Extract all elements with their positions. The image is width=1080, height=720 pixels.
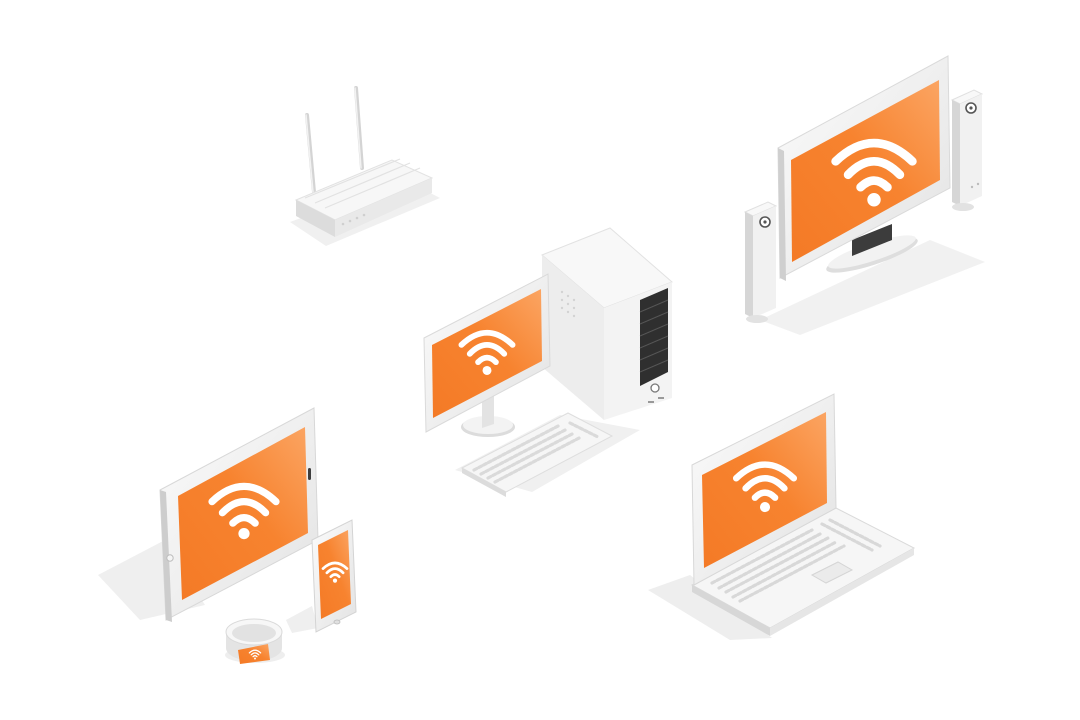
desktop-keyboard [460,412,614,497]
tablet [98,407,319,622]
pc-tower [541,227,673,420]
antenna-left [305,113,316,194]
desktop-computer [423,227,673,497]
tablet-home-button [166,554,174,562]
band-screen [238,644,270,664]
tablet-screen [178,427,308,600]
tv-stand [826,224,918,273]
phone-shadow [286,606,318,633]
laptop-shadow [648,575,772,640]
laptop-keyboard [710,518,882,603]
antenna-right [354,86,364,170]
speaker-right [950,89,984,211]
tv-screen [791,80,940,262]
wifi-router [290,86,440,246]
speaker-left [743,201,778,323]
smartphone [286,519,357,633]
laptop [648,393,916,640]
tv-home-theater [743,55,985,335]
monitor-stand [461,372,515,437]
monitor-screen [432,289,542,418]
laptop-touchpad [810,561,854,584]
smart-band [225,618,285,664]
tv-shadow [760,240,985,335]
